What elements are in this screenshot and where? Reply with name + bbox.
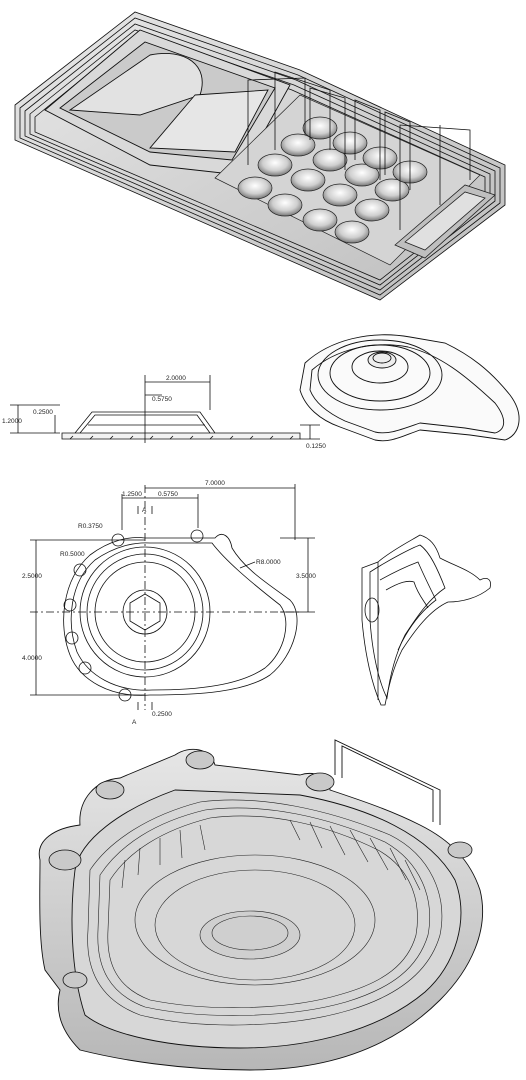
- dim-height-left-1: 1.2000: [2, 418, 22, 425]
- section-a-top: A: [142, 507, 147, 514]
- side-view: [10, 375, 320, 443]
- dim-radius-b: R0.5000: [60, 551, 85, 558]
- toolpath-retract-lines: [334, 739, 441, 825]
- dim-top-total: 7.0000: [205, 480, 225, 487]
- dim-thickness-right: 0.1250: [306, 443, 326, 450]
- dim-height-left-2: 0.2500: [33, 409, 53, 416]
- section-a-bottom: A: [132, 719, 137, 726]
- front-view-drawing: 7.0000 1.2500 0.5750 A R0.3750 R0.5000 2…: [0, 470, 526, 730]
- dim-top-left: 1.2500: [122, 491, 142, 498]
- dim-top-mid: 0.5750: [158, 491, 178, 498]
- dim-left-lower: 4.0000: [22, 655, 42, 662]
- front-view: [30, 484, 315, 710]
- housing-cover-toolpath-render: [0, 730, 526, 1080]
- side-elevation-drawing: 2.0000 0.5750 1.2000 0.2500 0.1250: [0, 315, 526, 470]
- dim-right-height: 3.5000: [296, 573, 316, 580]
- dim-width-top: 2.0000: [166, 375, 186, 382]
- dim-left-upper: 2.5000: [22, 573, 42, 580]
- dim-bottom: 0.2500: [152, 711, 172, 718]
- toolpath-retract-lines: [247, 71, 471, 230]
- cover-tabs: [48, 750, 473, 989]
- section-view: [361, 534, 491, 706]
- keypad-tray-toolpath-render: [0, 0, 526, 310]
- dim-profile-callout: R8.0000: [256, 559, 281, 566]
- bar-pocket: [394, 184, 496, 259]
- dim-offset-a: 0.5750: [152, 396, 172, 403]
- toolpath-contours: [87, 799, 443, 1026]
- isometric-cover-outline: [299, 334, 520, 442]
- dim-radius-tab: R0.3750: [78, 523, 103, 530]
- left-pocket: [44, 29, 291, 176]
